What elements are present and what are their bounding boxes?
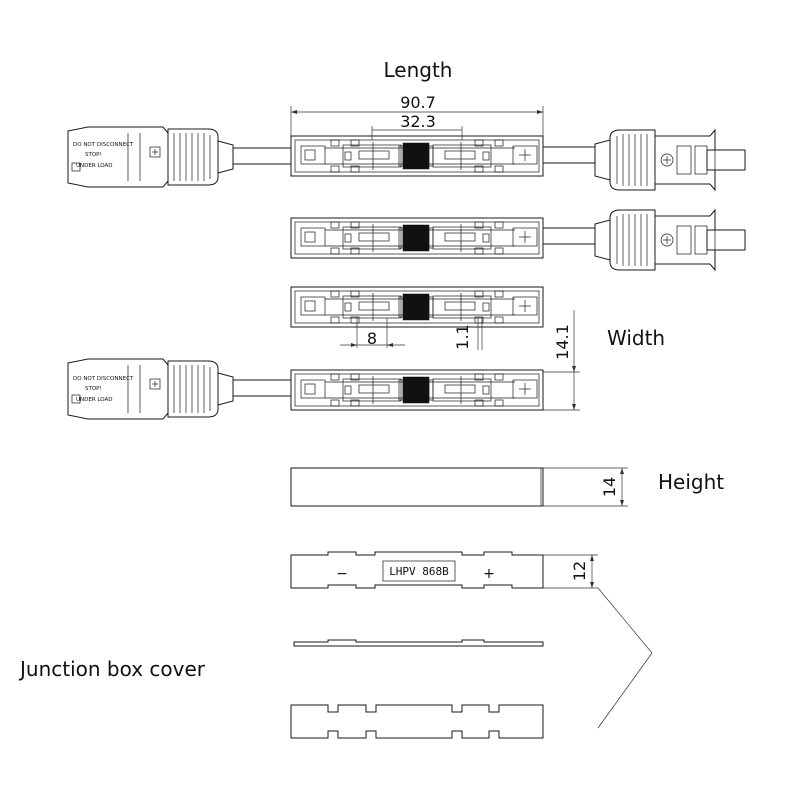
cover-side-view bbox=[293, 639, 544, 647]
assembly-row-1 bbox=[67, 126, 746, 191]
cover-marking: LHPV 868B bbox=[389, 565, 449, 578]
junction-box-cover-label: Junction box cover bbox=[18, 657, 206, 681]
connector-label-bottom: DO NOT DISCONNECT STOP! UNDER LOAD bbox=[73, 376, 134, 403]
length-label: Length bbox=[384, 58, 453, 82]
minus-sign: − bbox=[336, 566, 348, 582]
height-value: 14 bbox=[600, 477, 619, 497]
svg-text:UNDER LOAD: UNDER LOAD bbox=[76, 163, 113, 169]
svg-text:STOP!: STOP! bbox=[85, 386, 102, 392]
cover-leader bbox=[597, 587, 653, 729]
length-dimension: 90.7 32.3 bbox=[290, 93, 544, 140]
svg-text:STOP!: STOP! bbox=[85, 152, 102, 158]
width-label: Width bbox=[607, 326, 665, 350]
width-value: 14.1 bbox=[553, 324, 572, 360]
connector-label-top: DO NOT DISCONNECT STOP! UNDER LOAD bbox=[73, 142, 134, 169]
cover-height-value: 12 bbox=[570, 561, 589, 581]
cover-top-view: LHPV 868B − + 12 bbox=[290, 551, 598, 589]
assembly-row-4 bbox=[67, 358, 544, 420]
height-label: Height bbox=[658, 470, 724, 494]
height-view: 14 bbox=[290, 467, 628, 507]
gap-value: 1.1 bbox=[453, 324, 472, 349]
total-length-value: 90.7 bbox=[400, 93, 436, 112]
svg-text:DO NOT DISCONNECT: DO NOT DISCONNECT bbox=[73, 142, 134, 148]
plus-sign: + bbox=[483, 566, 495, 582]
svg-text:DO NOT DISCONNECT: DO NOT DISCONNECT bbox=[73, 376, 134, 382]
svg-text:UNDER LOAD: UNDER LOAD bbox=[76, 397, 113, 403]
center-length-value: 32.3 bbox=[400, 112, 436, 131]
assembly-row-2 bbox=[290, 209, 746, 271]
slot-value: 8 bbox=[367, 329, 377, 348]
assembly-row-3: 8 1.1 14.1 bbox=[290, 286, 580, 411]
cover-bottom-view bbox=[290, 704, 544, 739]
